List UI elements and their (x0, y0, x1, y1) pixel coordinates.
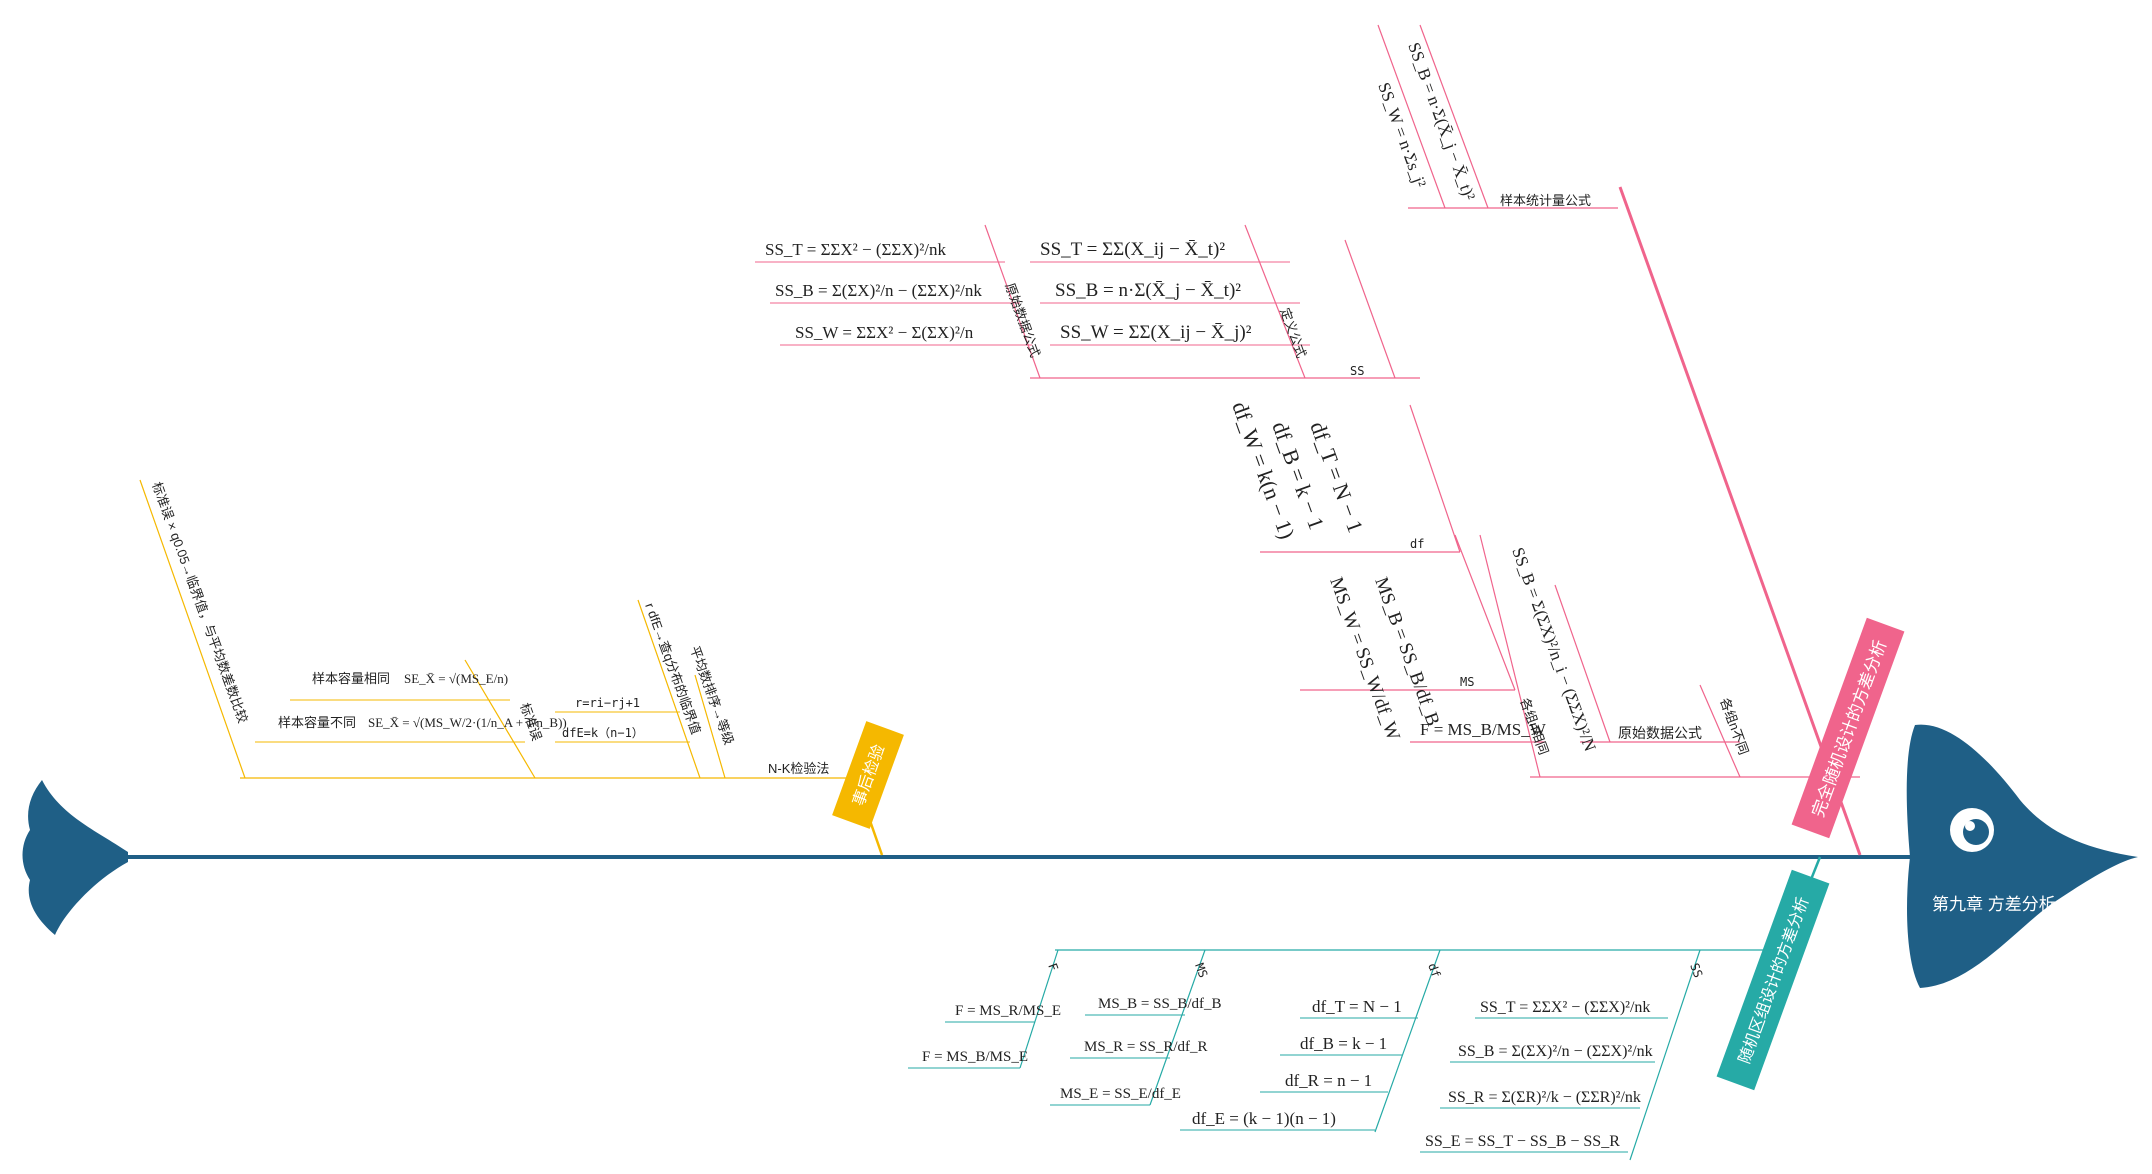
df-label: df (1410, 537, 1424, 551)
nk-step-r: r=ri−rj+1 (575, 696, 640, 710)
rb-mse: MS_E = SS_E/df_E (1060, 1086, 1181, 1102)
rb-fb: F = MS_B/MS_E (922, 1049, 1028, 1065)
rb-dfr: df_R = n − 1 (1285, 1071, 1372, 1090)
rb-ms-label: MS (1192, 961, 1210, 979)
ss-label: SS (1350, 364, 1364, 378)
rb-sse: SS_E = SS_T − SS_B − SS_R (1425, 1133, 1620, 1150)
rb-ssr: SS_R = Σ(ΣR)²/k − (ΣΣR)²/nk (1448, 1089, 1641, 1106)
definition-label: 定义公式 (1277, 306, 1309, 360)
tail (22, 780, 128, 935)
branch-complete-random (755, 24, 1862, 856)
se-compare: 标准误 × q0.05→临界值，与平均数差数比较 (149, 480, 250, 725)
rb-sst: SS_T = ΣΣX² − (ΣΣX)²/nk (1480, 999, 1650, 1016)
rb-f-label: F (1045, 961, 1061, 973)
fish-head: 第九章 方差分析 (1906, 724, 2138, 988)
raw-ssw: SS_W = ΣΣX² − Σ(ΣX)²/n (795, 323, 974, 342)
raw-sst: SS_T = ΣΣX² − (ΣΣX)²/nk (765, 240, 947, 259)
unequal-n-label: 各组n不同 (1717, 696, 1751, 757)
branch-post-hoc (139, 479, 884, 856)
se-unequal-formula: SE_X̄ = √(MS_W/2·(1/n_A + 1/n_B)) (368, 715, 567, 730)
definition-ssb: SS_B = n·Σ(X̄_j − X̄_t)² (1055, 280, 1241, 301)
raw-formula-label: 原始数据公式 (1002, 281, 1043, 359)
se-unequal-label: 样本容量不同 (278, 715, 356, 730)
label-complete-random-text: 完全随机设计的方差分析 (1809, 637, 1891, 819)
definition-ssw: SS_W = ΣΣ(X_ij − X̄_j)² (1060, 322, 1252, 343)
rb-df-label: df (1425, 961, 1443, 979)
head-title: 第九章 方差分析 (1932, 895, 2056, 914)
sample-stat-ssw: SS_W = n·Σs_j² (1374, 80, 1430, 190)
rb-msb: MS_B = SS_B/df_B (1098, 996, 1222, 1012)
label-post-hoc: 事后检验 (832, 721, 904, 829)
label-complete-random: 完全随机设计的方差分析 (1791, 617, 1905, 839)
unequal-raw-label: 原始数据公式 (1618, 725, 1702, 741)
f-complete-random: F = MS_B/MS_W (1420, 720, 1547, 739)
raw-ssb: SS_B = Σ(ΣX)²/n − (ΣΣX)²/nk (775, 281, 982, 300)
rb-ss-label: SS (1687, 961, 1705, 979)
rb-dfb: df_B = k − 1 (1300, 1034, 1387, 1053)
nk-method-label: N-K检验法 (768, 761, 829, 776)
rb-dft: df_T = N − 1 (1312, 997, 1402, 1016)
rb-ssb: SS_B = Σ(ΣX)²/n − (ΣΣX)²/nk (1458, 1043, 1653, 1060)
rb-dfe: df_E = (k − 1)(n − 1) (1192, 1109, 1336, 1128)
eye-icon (1950, 808, 1994, 852)
rb-fr: F = MS_R/MS_E (955, 1003, 1061, 1019)
nk-step-dfe: dfE=k（n−1） (562, 726, 644, 740)
rb-msr: MS_R = SS_R/df_R (1084, 1039, 1208, 1055)
definition-sst: SS_T = ΣΣ(X_ij − X̄_t)² (1040, 239, 1225, 260)
ms-label: MS (1460, 675, 1474, 689)
se-equal-label: 样本容量相同 (312, 671, 390, 686)
label-random-block: 随机区组设计的方差分析 (1716, 869, 1830, 1091)
se-equal-formula: SE_X̄ = √(MS_E/n) (404, 671, 508, 686)
sample-stat-label: 样本统计量公式 (1500, 193, 1591, 208)
